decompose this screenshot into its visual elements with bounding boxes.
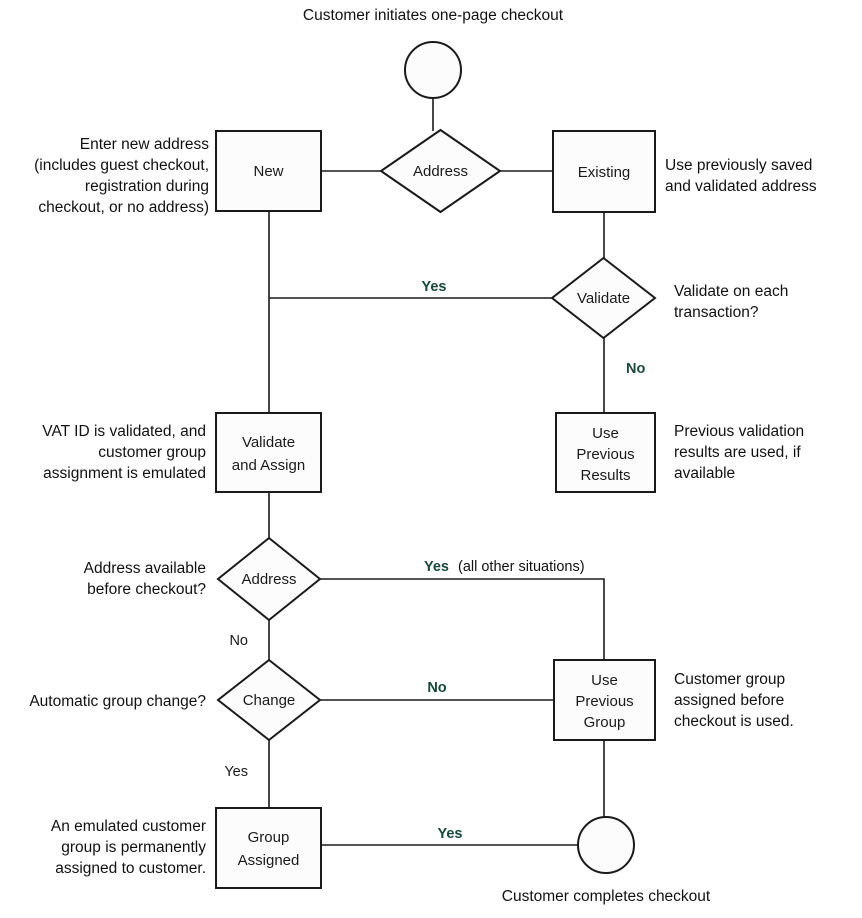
address-top-label: Address: [413, 163, 468, 180]
annotation-validate-assign-left-line2: customer group: [98, 444, 206, 461]
node-existing[interactable]: Existing: [552, 130, 656, 213]
change-diamond[interactable]: [216, 658, 322, 742]
annotation-change-left: Automatic group change?: [29, 693, 206, 710]
connectors: [268, 98, 605, 846]
use-previous-group-line2: Previous: [575, 693, 633, 710]
annotation-validate-assign-left-line3: assignment is emulated: [43, 465, 206, 482]
validate-diamond[interactable]: [550, 256, 657, 340]
annotation-validate-right-line1: Validate on each: [674, 283, 788, 300]
new-box[interactable]: [215, 130, 322, 212]
use-previous-results-line1: Use: [592, 425, 619, 442]
edge-label-address-bottom-yes: Yes: [424, 559, 449, 575]
address-bottom-label: Address: [241, 571, 296, 588]
annotation-use-previous-results-right-line1: Previous validation: [674, 423, 804, 440]
group-assigned-line1: Group: [248, 829, 290, 846]
use-previous-results-box[interactable]: [555, 412, 656, 493]
edge-label-change-yes: Yes: [224, 764, 248, 780]
validate-assign-box[interactable]: [215, 412, 322, 493]
annotation-validate-assign-left: VAT ID is validated, and customer group …: [42, 423, 206, 482]
node-group-assigned[interactable]: Group Assigned: [215, 807, 322, 889]
node-validate[interactable]: Validate: [550, 256, 657, 340]
validate-assign-label-line1: Validate: [242, 434, 295, 451]
annotation-group-assigned-left-line2: group is permanently: [61, 839, 206, 856]
annotation-group-assigned-left: An emulated customer group is permanentl…: [51, 818, 206, 877]
start-circle[interactable]: [404, 41, 462, 99]
node-address-top[interactable]: Address: [379, 128, 502, 214]
address-bottom-diamond[interactable]: [216, 536, 322, 622]
node-new[interactable]: New: [215, 130, 322, 212]
annotation-change-left-line1: Automatic group change?: [29, 693, 206, 710]
use-previous-results-line3: Results: [580, 467, 630, 484]
captions: Customer initiates one-page checkout Cus…: [303, 7, 711, 905]
edge-label-validate-no: No: [626, 361, 645, 377]
annotation-existing-right-line1: Use previously saved: [665, 157, 812, 174]
annotation-existing-right-line2: and validated address: [665, 178, 817, 195]
use-previous-group-box[interactable]: [553, 659, 656, 741]
node-address-bottom[interactable]: Address: [216, 536, 322, 622]
existing-label: Existing: [578, 164, 631, 181]
new-label: New: [253, 163, 283, 180]
end-circle[interactable]: [577, 816, 635, 874]
annotation-use-previous-group-right-line1: Customer group: [674, 671, 785, 688]
edge-address-yes-to-use-previous-group: [320, 578, 605, 660]
annotation-new-left-line4: checkout, or no address): [38, 199, 209, 216]
edge-label-address-bottom-yes-note: (all other situations): [458, 559, 585, 575]
annotation-use-previous-results-right-line3: available: [674, 465, 735, 482]
annotation-new-left-line2: (includes guest checkout,: [34, 157, 209, 174]
annotation-existing-right: Use previously saved and validated addre…: [665, 157, 817, 195]
node-use-previous-group[interactable]: Use Previous Group: [553, 659, 656, 741]
node-start[interactable]: [404, 41, 462, 99]
edge-label-validate-yes: Yes: [422, 279, 447, 295]
existing-box[interactable]: [552, 130, 656, 213]
annotation-new-left-line1: Enter new address: [80, 136, 209, 153]
annotation-validate-right-line2: transaction?: [674, 304, 759, 321]
group-assigned-line2: Assigned: [238, 852, 300, 869]
annotation-address-bottom-left: Address available before checkout?: [84, 560, 207, 598]
annotation-group-assigned-left-line1: An emulated customer: [51, 818, 206, 835]
annotation-use-previous-group-right-line2: assigned before: [674, 692, 784, 709]
node-use-previous-results[interactable]: Use Previous Results: [555, 412, 656, 493]
annotation-use-previous-results-right: Previous validation results are used, if…: [674, 423, 804, 482]
validate-label: Validate: [577, 290, 630, 307]
edge-label-address-bottom-no: No: [229, 633, 248, 649]
edge-label-group-assigned-yes: Yes: [438, 826, 463, 842]
group-assigned-box[interactable]: [215, 807, 322, 889]
annotation-address-bottom-left-line1: Address available: [84, 560, 206, 577]
caption-top: Customer initiates one-page checkout: [303, 7, 564, 24]
annotation-validate-assign-left-line1: VAT ID is validated, and: [42, 423, 206, 440]
annotation-validate-right: Validate on each transaction?: [674, 283, 788, 321]
annotation-use-previous-group-right-line3: checkout is used.: [674, 713, 794, 730]
use-previous-group-line1: Use: [591, 672, 618, 689]
annotation-group-assigned-left-line3: assigned to customer.: [55, 860, 206, 877]
annotation-use-previous-results-right-line2: results are used, if: [674, 444, 801, 461]
validate-assign-label-line2: and Assign: [232, 457, 305, 474]
annotation-new-left-line3: registration during: [85, 178, 209, 195]
edge-label-change-no: No: [427, 680, 446, 696]
node-change[interactable]: Change: [216, 658, 322, 742]
caption-bottom: Customer completes checkout: [502, 888, 711, 905]
address-top-diamond[interactable]: [379, 128, 502, 214]
use-previous-group-line3: Group: [584, 714, 626, 731]
annotation-use-previous-group-right: Customer group assigned before checkout …: [674, 671, 794, 730]
node-validate-assign[interactable]: Validate and Assign: [215, 412, 322, 493]
edge-labels: Yes No Yes (all other situations) No No …: [224, 279, 645, 842]
annotation-new-left: Enter new address (includes guest checko…: [34, 136, 209, 216]
node-end[interactable]: [577, 816, 635, 874]
use-previous-results-line2: Previous: [576, 446, 634, 463]
change-label: Change: [243, 692, 296, 709]
annotation-address-bottom-left-line2: before checkout?: [87, 581, 206, 598]
